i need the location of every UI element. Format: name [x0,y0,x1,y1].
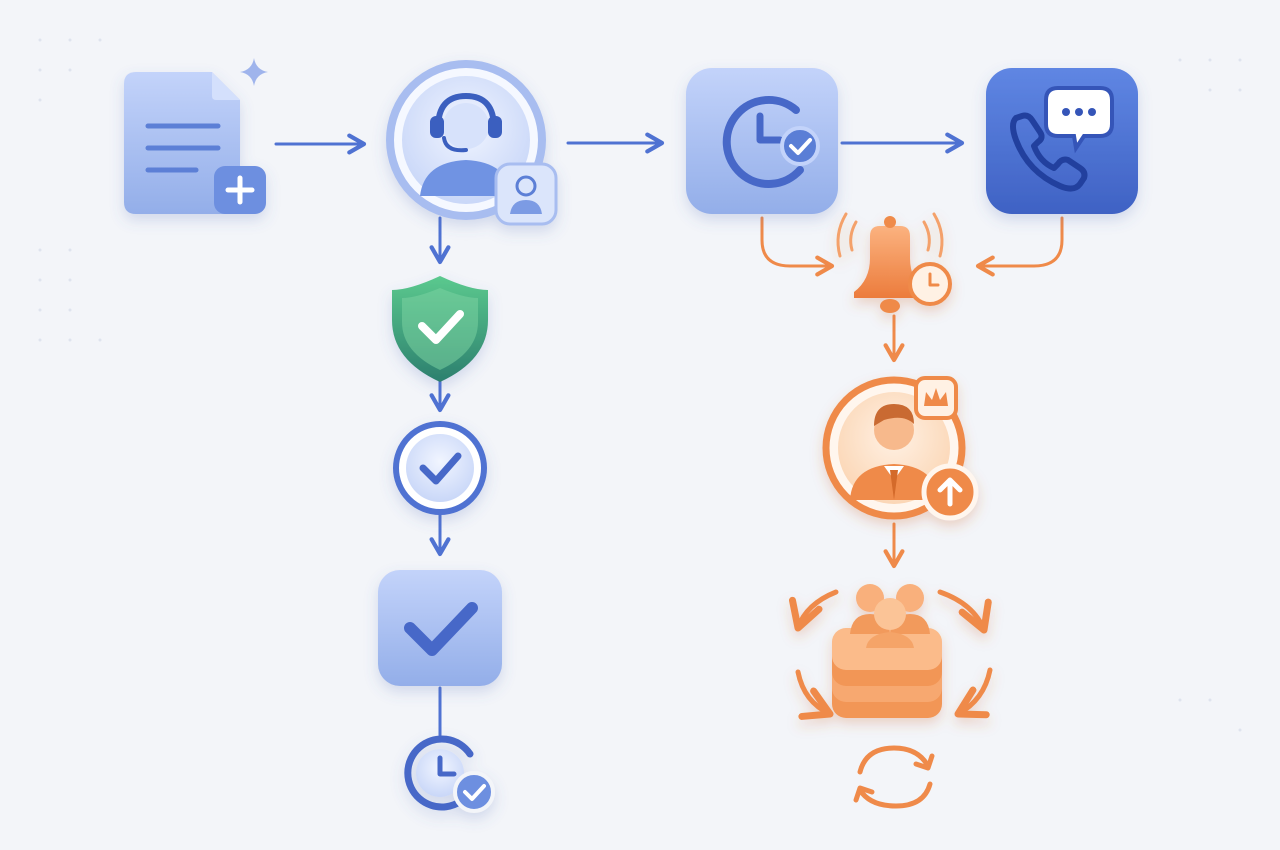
node-reassign-loop [853,745,935,809]
document-plus-icon [124,72,240,214]
node-sla-alert [836,212,952,313]
node-escalation-manager [822,376,979,521]
node-verification [392,276,488,382]
sparkle-icon [240,58,268,86]
node-team-rotation [788,584,993,720]
background-dots [38,38,1242,732]
node-sla-timer [686,68,838,214]
team-stack-icon [832,584,942,718]
node-resolved [378,570,502,686]
bell-clock-icon [854,216,952,313]
check-circle-icon [419,452,462,485]
manager-crown-icon [850,404,938,500]
node-support-agent [386,60,558,226]
clock-check-icon [404,735,495,813]
headset-agent-icon [420,92,512,196]
arrow-up-icon [937,477,963,507]
node-approved [393,421,487,515]
clock-check-icon [722,96,820,188]
refresh-icon [853,745,935,809]
agent-badge-icon [510,175,542,214]
edge-sla-timer-to-sla-alert [760,216,835,277]
node-customer-contact [986,68,1138,214]
node-closed-on-time [404,735,495,813]
node-new-ticket [124,72,266,214]
check-square-icon [404,602,478,656]
crown-icon [924,388,948,406]
rotation-arrows [788,589,993,720]
connectors [274,132,1064,737]
edge-customer-contact-to-sla-alert [975,216,1064,277]
alert-waves [836,212,944,258]
phone-chat-icon [1010,86,1114,192]
